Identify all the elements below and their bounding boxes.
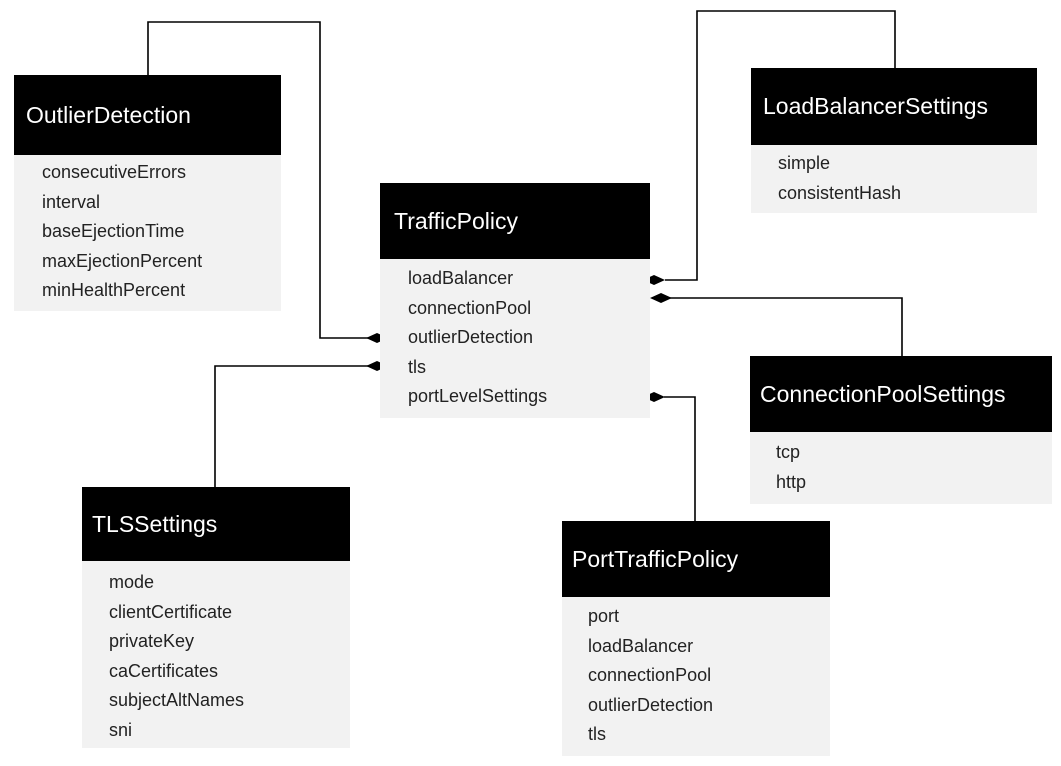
load-balancer-settings-fields: simple consistentHash — [751, 145, 1037, 213]
connection-pool-settings-class: ConnectionPoolSettings tcp http — [750, 356, 1052, 504]
tls-settings-class: TLSSettings mode clientCertificate priva… — [82, 487, 350, 748]
field-connection-pool: connectionPool — [408, 297, 532, 318]
field-mode: mode — [109, 572, 155, 592]
outlier-detection-title: OutlierDetection — [26, 101, 191, 128]
diamond-connection-pool — [650, 293, 672, 303]
field-subject-alt-names: subjectAltNames — [109, 690, 245, 710]
field-base-ejection-time: baseEjectionTime — [42, 221, 185, 241]
field-port-level-settings: portLevelSettings — [408, 386, 548, 406]
field-sni: sni — [109, 719, 133, 740]
tls-settings-fields: mode clientCertificate privateKey caCert… — [82, 561, 350, 748]
field-consecutive-errors: consecutiveErrors — [42, 162, 187, 182]
connector-port-traffic-policy — [664, 396, 696, 523]
field-consistent-hash: consistentHash — [778, 182, 902, 203]
connection-pool-settings-fields: tcp http — [750, 432, 1052, 504]
connector-outlier-detection — [147, 21, 378, 339]
field-outlier-detection: outlierDetection — [408, 327, 534, 347]
field-port: port — [588, 606, 620, 626]
field-tls: tls — [588, 724, 606, 744]
connector-connection-pool-settings — [668, 297, 903, 358]
traffic-policy-fields: loadBalancer connectionPool outlierDetec… — [380, 259, 650, 418]
outlier-detection-class: OutlierDetection consecutiveErrors inter… — [14, 75, 281, 311]
field-load-balancer: loadBalancer — [408, 268, 514, 288]
field-tls: tls — [408, 356, 426, 377]
field-client-certificate: clientCertificate — [109, 601, 233, 622]
connection-pool-settings-header: ConnectionPoolSettings — [750, 356, 1052, 432]
port-traffic-policy-fields: port loadBalancer connectionPool outlier… — [562, 597, 830, 756]
field-connection-pool: connectionPool — [588, 665, 712, 685]
field-max-ejection-percent: maxEjectionPercent — [42, 250, 203, 271]
connector-load-balancer-settings — [665, 10, 896, 281]
field-min-health-percent: minHealthPercent — [42, 280, 186, 300]
field-interval: interval — [42, 191, 101, 212]
tls-settings-header: TLSSettings — [82, 487, 350, 561]
field-simple: simple — [778, 153, 831, 173]
field-http: http — [776, 471, 807, 492]
outlier-detection-header: OutlierDetection — [14, 75, 281, 155]
traffic-policy-class: TrafficPolicy loadBalancer connectionPoo… — [380, 183, 650, 418]
port-traffic-policy-title: PortTrafficPolicy — [572, 545, 739, 572]
field-outlier-detection: outlierDetection — [588, 694, 714, 715]
connector-tls-settings — [214, 365, 376, 490]
outlier-detection-fields: consecutiveErrors interval baseEjectionT… — [14, 155, 281, 311]
field-private-key: privateKey — [109, 631, 195, 651]
traffic-policy-title: TrafficPolicy — [394, 207, 518, 234]
port-traffic-policy-class: PortTrafficPolicy port loadBalancer conn… — [562, 521, 830, 756]
field-tcp: tcp — [776, 442, 801, 462]
tls-settings-title: TLSSettings — [92, 510, 218, 537]
port-traffic-policy-header: PortTrafficPolicy — [562, 521, 830, 597]
connection-pool-settings-title: ConnectionPoolSettings — [760, 380, 1006, 407]
traffic-policy-header: TrafficPolicy — [380, 183, 650, 259]
load-balancer-settings-title: LoadBalancerSettings — [763, 93, 989, 119]
field-load-balancer: loadBalancer — [588, 635, 694, 656]
field-ca-certificates: caCertificates — [109, 660, 219, 681]
load-balancer-settings-class: LoadBalancerSettings simple consistentHa… — [751, 68, 1037, 213]
load-balancer-settings-header: LoadBalancerSettings — [751, 68, 1037, 145]
